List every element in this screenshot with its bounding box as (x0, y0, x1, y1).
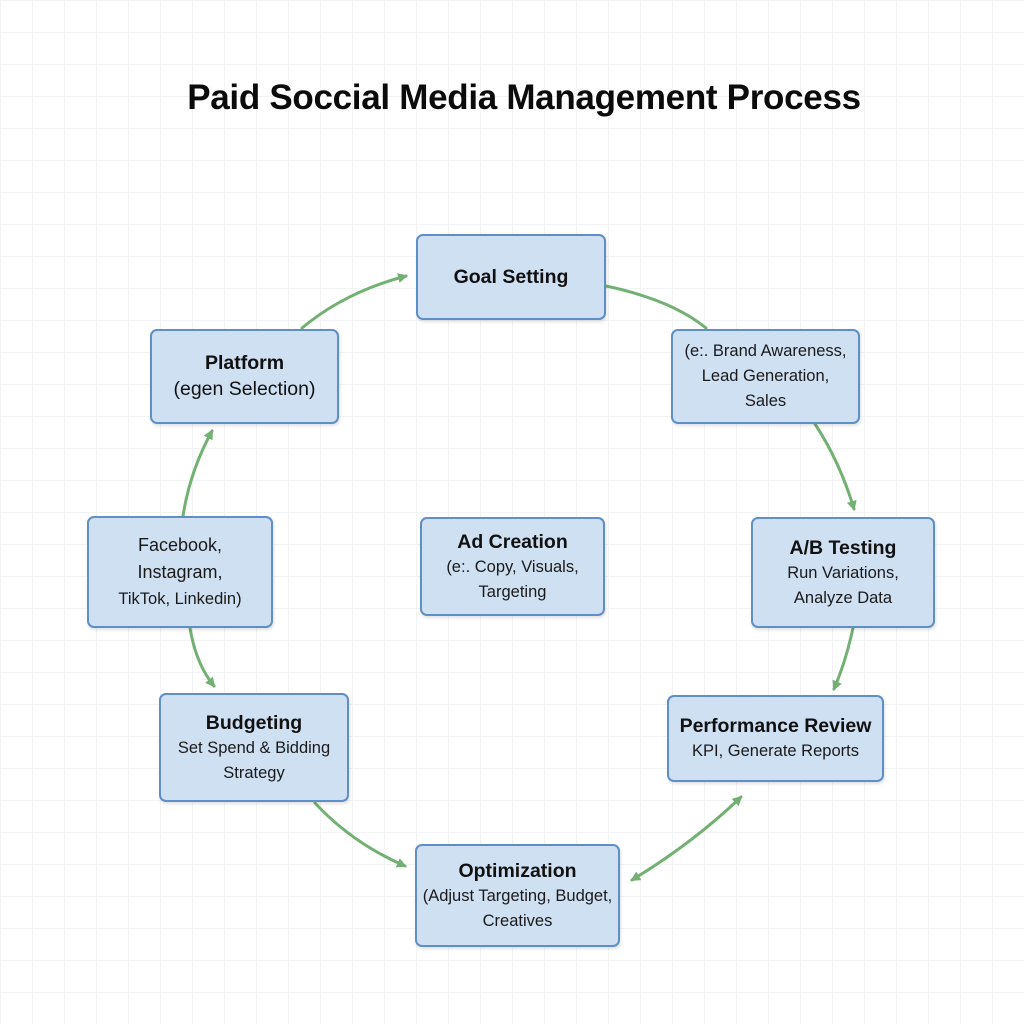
node-budgeting-title: Budgeting (205, 711, 303, 734)
node-platform: Platform (egen Selection) (150, 329, 339, 424)
connector-goal-to-examples (604, 284, 708, 330)
node-optimization-line-2: Creatives (482, 911, 553, 930)
node-platform-examples-line-1: Facebook, (137, 535, 223, 555)
arrow-platform-examples-to-budgeting (188, 626, 216, 688)
node-performance-review-title: Performance Review (679, 715, 872, 737)
node-goal-setting-title: Goal Setting (453, 266, 569, 288)
arrow-ab-testing-to-performance-review (832, 626, 855, 691)
node-ad-creation: Ad Creation (e:. Copy, Visuals, Targetin… (420, 517, 605, 616)
arrow-performance-review-to-optimization (630, 795, 743, 882)
node-optimization-title: Optimization (458, 859, 577, 882)
node-budgeting-line-1: Set Spend & Bidding (177, 738, 331, 757)
node-goal-examples-line-1: (e:. Brand Awareness, (684, 342, 847, 360)
node-optimization: Optimization (Adjust Targeting, Budget, … (415, 844, 620, 947)
node-performance-review-line-1: KPI, Generate Reports (692, 742, 859, 760)
node-ab-testing-line-1: Run Variations, (787, 563, 899, 582)
node-platform-examples-line-2: Instagram, (137, 562, 223, 582)
node-optimization-line-1: (Adjust Targeting, Budget, (422, 886, 613, 905)
node-ab-testing-line-2: Analyze Data (793, 588, 893, 607)
node-goal-examples: (e:. Brand Awareness, Lead Generation, S… (671, 329, 860, 424)
node-platform-title: Platform (204, 352, 285, 374)
node-ad-creation-title: Ad Creation (457, 530, 568, 553)
node-ab-testing: A/B Testing Run Variations, Analyze Data (751, 517, 935, 628)
arrow-platform-examples-to-platform (181, 429, 214, 518)
node-platform-examples-line-3: TikTok, Linkedin) (118, 590, 242, 608)
arrow-platform-to-goal (300, 273, 408, 330)
node-platform-subtitle: (egen Selection) (173, 378, 316, 400)
node-performance-review: Performance Review KPI, Generate Reports (667, 695, 884, 782)
node-ab-testing-title: A/B Testing (789, 536, 897, 559)
diagram-title: Paid Soccial Media Management Process (187, 78, 861, 117)
arrow-budgeting-to-optimization (313, 801, 407, 868)
node-ad-creation-line-2: Targeting (478, 582, 547, 601)
arrow-goal-examples-to-ab-testing (813, 422, 857, 511)
node-goal-examples-line-2: Lead Generation, (701, 367, 830, 385)
node-goal-examples-line-3: Sales (744, 392, 787, 410)
node-ad-creation-line-1: (e:. Copy, Visuals, (446, 557, 579, 576)
node-budgeting: Budgeting Set Spend & Bidding Strategy (159, 693, 349, 802)
node-platform-examples: Facebook, Instagram, TikTok, Linkedin) (87, 516, 273, 628)
node-budgeting-line-2: Strategy (223, 763, 285, 782)
node-goal-setting: Goal Setting (416, 234, 606, 320)
